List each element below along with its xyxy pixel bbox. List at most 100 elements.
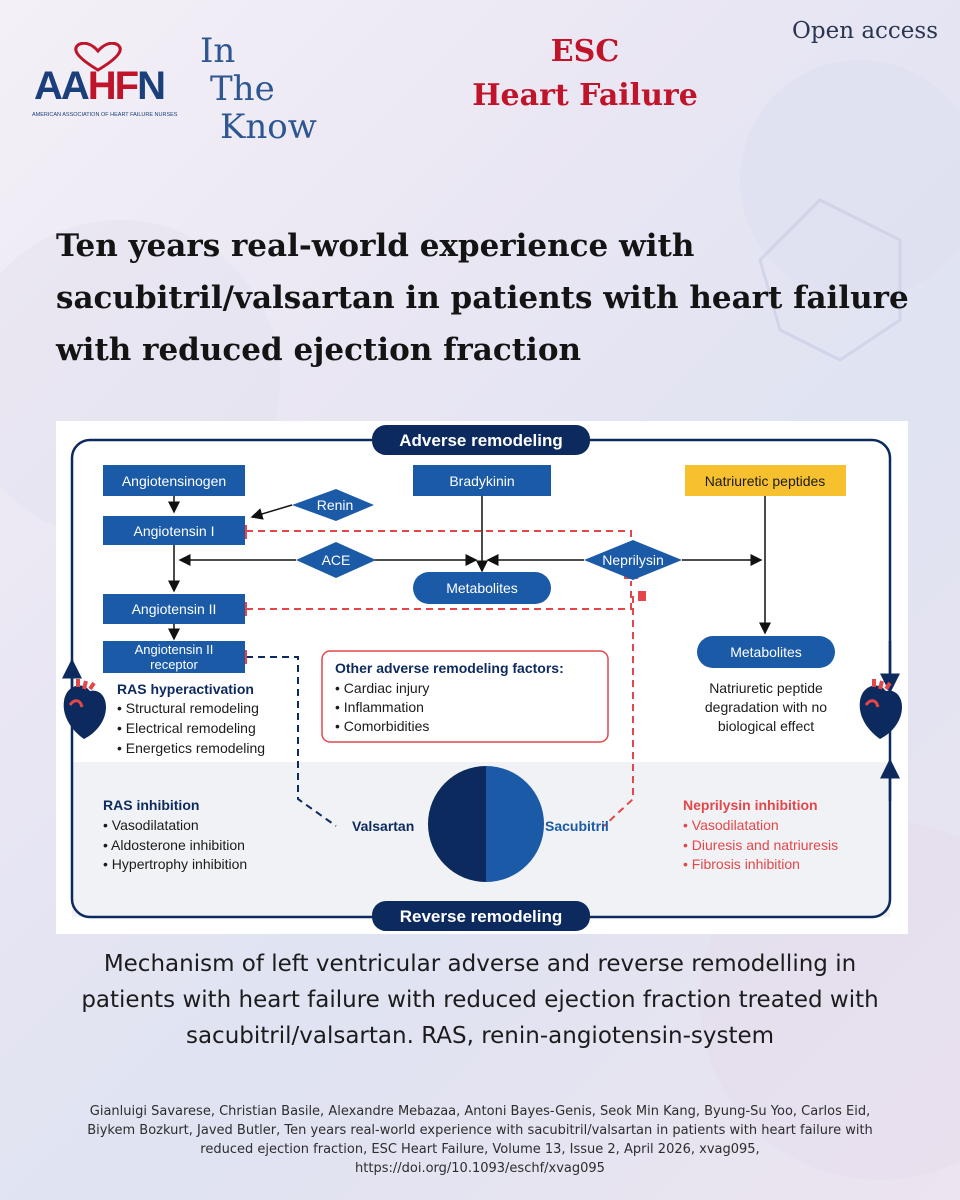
banner-label: Reverse remodeling <box>400 907 563 926</box>
node-label: Metabolites <box>730 644 802 660</box>
in-the-know-brand: In The Know <box>200 32 317 146</box>
bullet-text: Aldosterone inhibition <box>111 837 245 853</box>
bullet-text: Electrical remodeling <box>126 720 256 736</box>
node-metabolites-right: Metabolites <box>697 636 835 668</box>
citation-line: Biykem Bozkurt, Javed Butler, Ten years … <box>87 1123 873 1138</box>
caption-line: sacubitril/valsartan. RAS, renin-angiote… <box>185 1023 775 1049</box>
brand-line: Know <box>220 107 317 147</box>
node-label: Renin <box>317 497 354 513</box>
node-label: receptor <box>150 657 198 672</box>
drug-label-valsartan: Valsartan <box>352 818 414 834</box>
banner-label: Adverse remodeling <box>399 431 562 450</box>
bullet-text: Vasodilatation <box>112 817 199 833</box>
adverse-remodeling-banner: Adverse remodeling <box>372 425 590 455</box>
bullet: • Diuresis and natriuresis <box>683 837 838 853</box>
node-natriuretic-peptides: Natriuretic peptides <box>685 465 846 496</box>
journal-name: ESC Heart Failure <box>470 30 700 118</box>
neprilysin-angiotensin2-link <box>246 581 632 610</box>
bullet: • Aldosterone inhibition <box>103 837 245 853</box>
node-renin: Renin <box>292 489 374 521</box>
node-bradykinin: Bradykinin <box>413 465 551 496</box>
node-metabolites-center: Metabolites <box>413 572 551 604</box>
caption-line: Mechanism of left ventricular adverse an… <box>103 951 857 977</box>
bullet: • Vasodilatation <box>103 817 199 833</box>
node-label: Angiotensin II <box>135 642 214 657</box>
bullet: • Energetics remodeling <box>117 740 265 756</box>
node-label: ACE <box>322 552 351 568</box>
citation-line: reduced ejection fraction, ESC Heart Fai… <box>200 1142 760 1157</box>
open-access-label: Open access <box>792 18 939 44</box>
article-title: Ten years real-world experience with sac… <box>56 220 916 376</box>
bullet-text: Diuresis and natriuresis <box>692 837 838 853</box>
section-heading: Neprilysin inhibition <box>683 797 818 813</box>
node-angiotensin-2: Angiotensin II <box>103 594 245 624</box>
ras-inhibition: RAS inhibition • Vasodilatation • Aldost… <box>103 797 247 872</box>
bullet-text: Fibrosis inhibition <box>692 856 800 872</box>
section-heading: RAS inhibition <box>103 797 199 813</box>
bullet-text: Inflammation <box>344 699 424 715</box>
bullet-text: Vasodilatation <box>692 817 779 833</box>
node-ace: ACE <box>296 542 376 578</box>
node-label: Angiotensin II <box>132 601 217 617</box>
bullet: • Fibrosis inhibition <box>683 856 800 872</box>
logo-letters: AAHFN <box>34 64 166 108</box>
title-line: Ten years real-world experience with <box>56 228 695 264</box>
node-neprilysin: Neprilysin <box>584 540 682 580</box>
inhibition-marker <box>638 591 646 601</box>
journal-line: ESC <box>550 34 620 69</box>
text-line: biological effect <box>718 718 814 734</box>
bullet: • Comorbidities <box>335 718 429 734</box>
node-angiotensin-1: Angiotensin I <box>103 516 245 545</box>
citation-line: Gianluigi Savarese, Christian Basile, Al… <box>89 1104 871 1119</box>
title-line: sacubitril/valsartan in patients with he… <box>56 280 909 316</box>
bullet: • Cardiac injury <box>335 680 429 696</box>
bullet-text: Cardiac injury <box>344 680 430 696</box>
brand-line: The <box>210 69 275 109</box>
valsartan-link <box>246 656 337 827</box>
neprilysin-angiotensin1-link <box>246 530 632 551</box>
bullet-text: Hypertrophy inhibition <box>112 856 247 872</box>
brand-line: In <box>200 31 236 71</box>
mechanism-diagram: Adverse remodeling Reverse remodeling An… <box>62 425 902 931</box>
logo-heart-icon <box>74 42 122 72</box>
node-label: Natriuretic peptides <box>705 473 826 489</box>
sacubitril-valsartan-pill <box>428 766 544 882</box>
journal-line: Heart Failure <box>472 78 698 113</box>
bullet: • Hypertrophy inhibition <box>103 856 247 872</box>
neprilysin-inhibition: Neprilysin inhibition • Vasodilatation •… <box>683 797 838 872</box>
heart-icon <box>859 679 902 739</box>
ras-hyperactivation: RAS hyperactivation • Structural remodel… <box>117 681 265 756</box>
text-line: degradation with no <box>705 699 827 715</box>
np-degradation-text: Natriuretic peptide degradation with no … <box>705 680 827 734</box>
node-label: Neprilysin <box>602 552 663 568</box>
aahfn-logo: AAHFN AMERICAN ASSOCIATION OF HEART FAIL… <box>28 42 177 132</box>
node-angiotensinogen: Angiotensinogen <box>103 465 245 496</box>
bullet: • Vasodilatation <box>683 817 779 833</box>
citation: Gianluigi Savarese, Christian Basile, Al… <box>30 1102 930 1178</box>
figure-caption: Mechanism of left ventricular adverse an… <box>40 946 920 1054</box>
title-line: with reduced ejection fraction <box>56 332 582 368</box>
other-factors-box: Other adverse remodeling factors: • Card… <box>321 650 609 743</box>
text-line: Natriuretic peptide <box>709 680 823 696</box>
node-label: Angiotensin I <box>134 523 215 539</box>
bullet: • Inflammation <box>335 699 424 715</box>
node-label: Angiotensinogen <box>122 473 226 489</box>
bullet-text: Structural remodeling <box>126 700 259 716</box>
mechanism-figure: Adverse remodeling Reverse remodeling An… <box>56 421 908 934</box>
sacubitril-link <box>603 596 634 827</box>
caption-line: patients with heart failure with reduced… <box>81 987 879 1013</box>
section-heading: Other adverse remodeling factors: <box>335 660 564 676</box>
bullet-text: Energetics remodeling <box>126 740 265 756</box>
arrow <box>250 504 293 520</box>
bullet: • Electrical remodeling <box>117 720 256 736</box>
bullet: • Structural remodeling <box>117 700 259 716</box>
node-angiotensin-2-receptor: Angiotensin II receptor <box>103 641 245 673</box>
node-label: Bradykinin <box>449 473 514 489</box>
heart-icon <box>63 679 106 739</box>
drug-label-sacubitril: Sacubitril <box>545 818 609 834</box>
section-heading: RAS hyperactivation <box>117 681 254 697</box>
reverse-remodeling-banner: Reverse remodeling <box>372 901 590 931</box>
citation-doi[interactable]: https://doi.org/10.1093/eschf/xvag095 <box>355 1161 605 1176</box>
bullet-text: Comorbidities <box>344 718 430 734</box>
node-label: Metabolites <box>446 580 518 596</box>
